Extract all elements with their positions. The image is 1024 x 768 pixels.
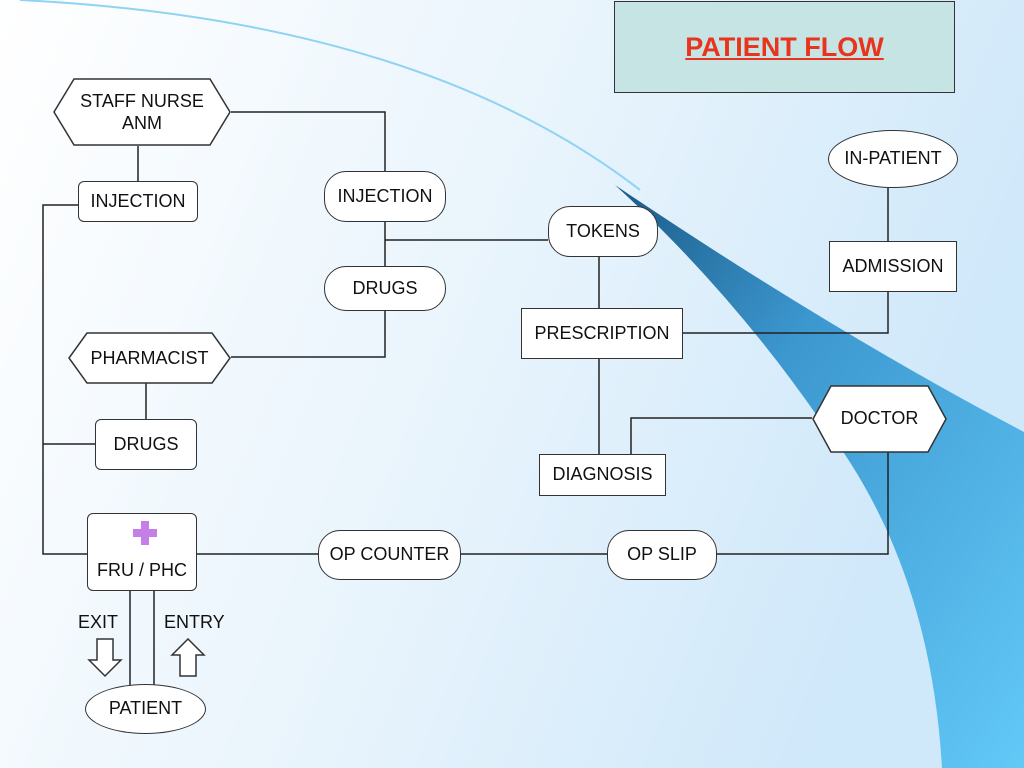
- staff-nurse-label: STAFF NURSE: [80, 90, 204, 111]
- entry-label: ENTRY: [164, 612, 225, 632]
- drugs-left-node: DRUGS: [95, 419, 197, 470]
- pharmacist-node: PHARMACIST: [67, 332, 232, 384]
- op-slip-node: OP SLIP: [607, 530, 717, 580]
- pharmacist-label: PHARMACIST: [90, 347, 209, 368]
- title-box: PATIENT FLOW: [614, 1, 955, 93]
- exit-label: EXIT: [78, 612, 119, 632]
- in-patient-node: IN-PATIENT: [828, 130, 958, 188]
- admission-node: ADMISSION: [829, 241, 957, 292]
- anm-label: ANM: [121, 113, 162, 133]
- swoosh-shape: [615, 185, 1024, 768]
- staff-nurse-node: STAFF NURSE ANM: [52, 78, 232, 146]
- diagnosis-node: DIAGNOSIS: [539, 454, 666, 496]
- tokens-node: TOKENS: [548, 206, 658, 257]
- injection-left-node: INJECTION: [78, 181, 198, 222]
- page-title: PATIENT FLOW: [685, 31, 884, 62]
- drugs-center-node: DRUGS: [324, 266, 446, 311]
- doctor-node: DOCTOR: [811, 385, 948, 453]
- prescription-node: PRESCRIPTION: [521, 308, 683, 359]
- fru-phc-node: FRU / PHC: [87, 513, 197, 591]
- up-arrow-icon: [170, 638, 206, 677]
- injection-center-node: INJECTION: [324, 171, 446, 222]
- fru-phc-label: FRU / PHC: [97, 560, 187, 581]
- plus-cross-icon: [133, 521, 157, 545]
- doctor-label: DOCTOR: [840, 407, 919, 428]
- patient-node: PATIENT: [85, 684, 206, 734]
- down-arrow-icon: [87, 638, 123, 678]
- swoosh-arc: [19, 0, 641, 191]
- op-counter-node: OP COUNTER: [318, 530, 461, 580]
